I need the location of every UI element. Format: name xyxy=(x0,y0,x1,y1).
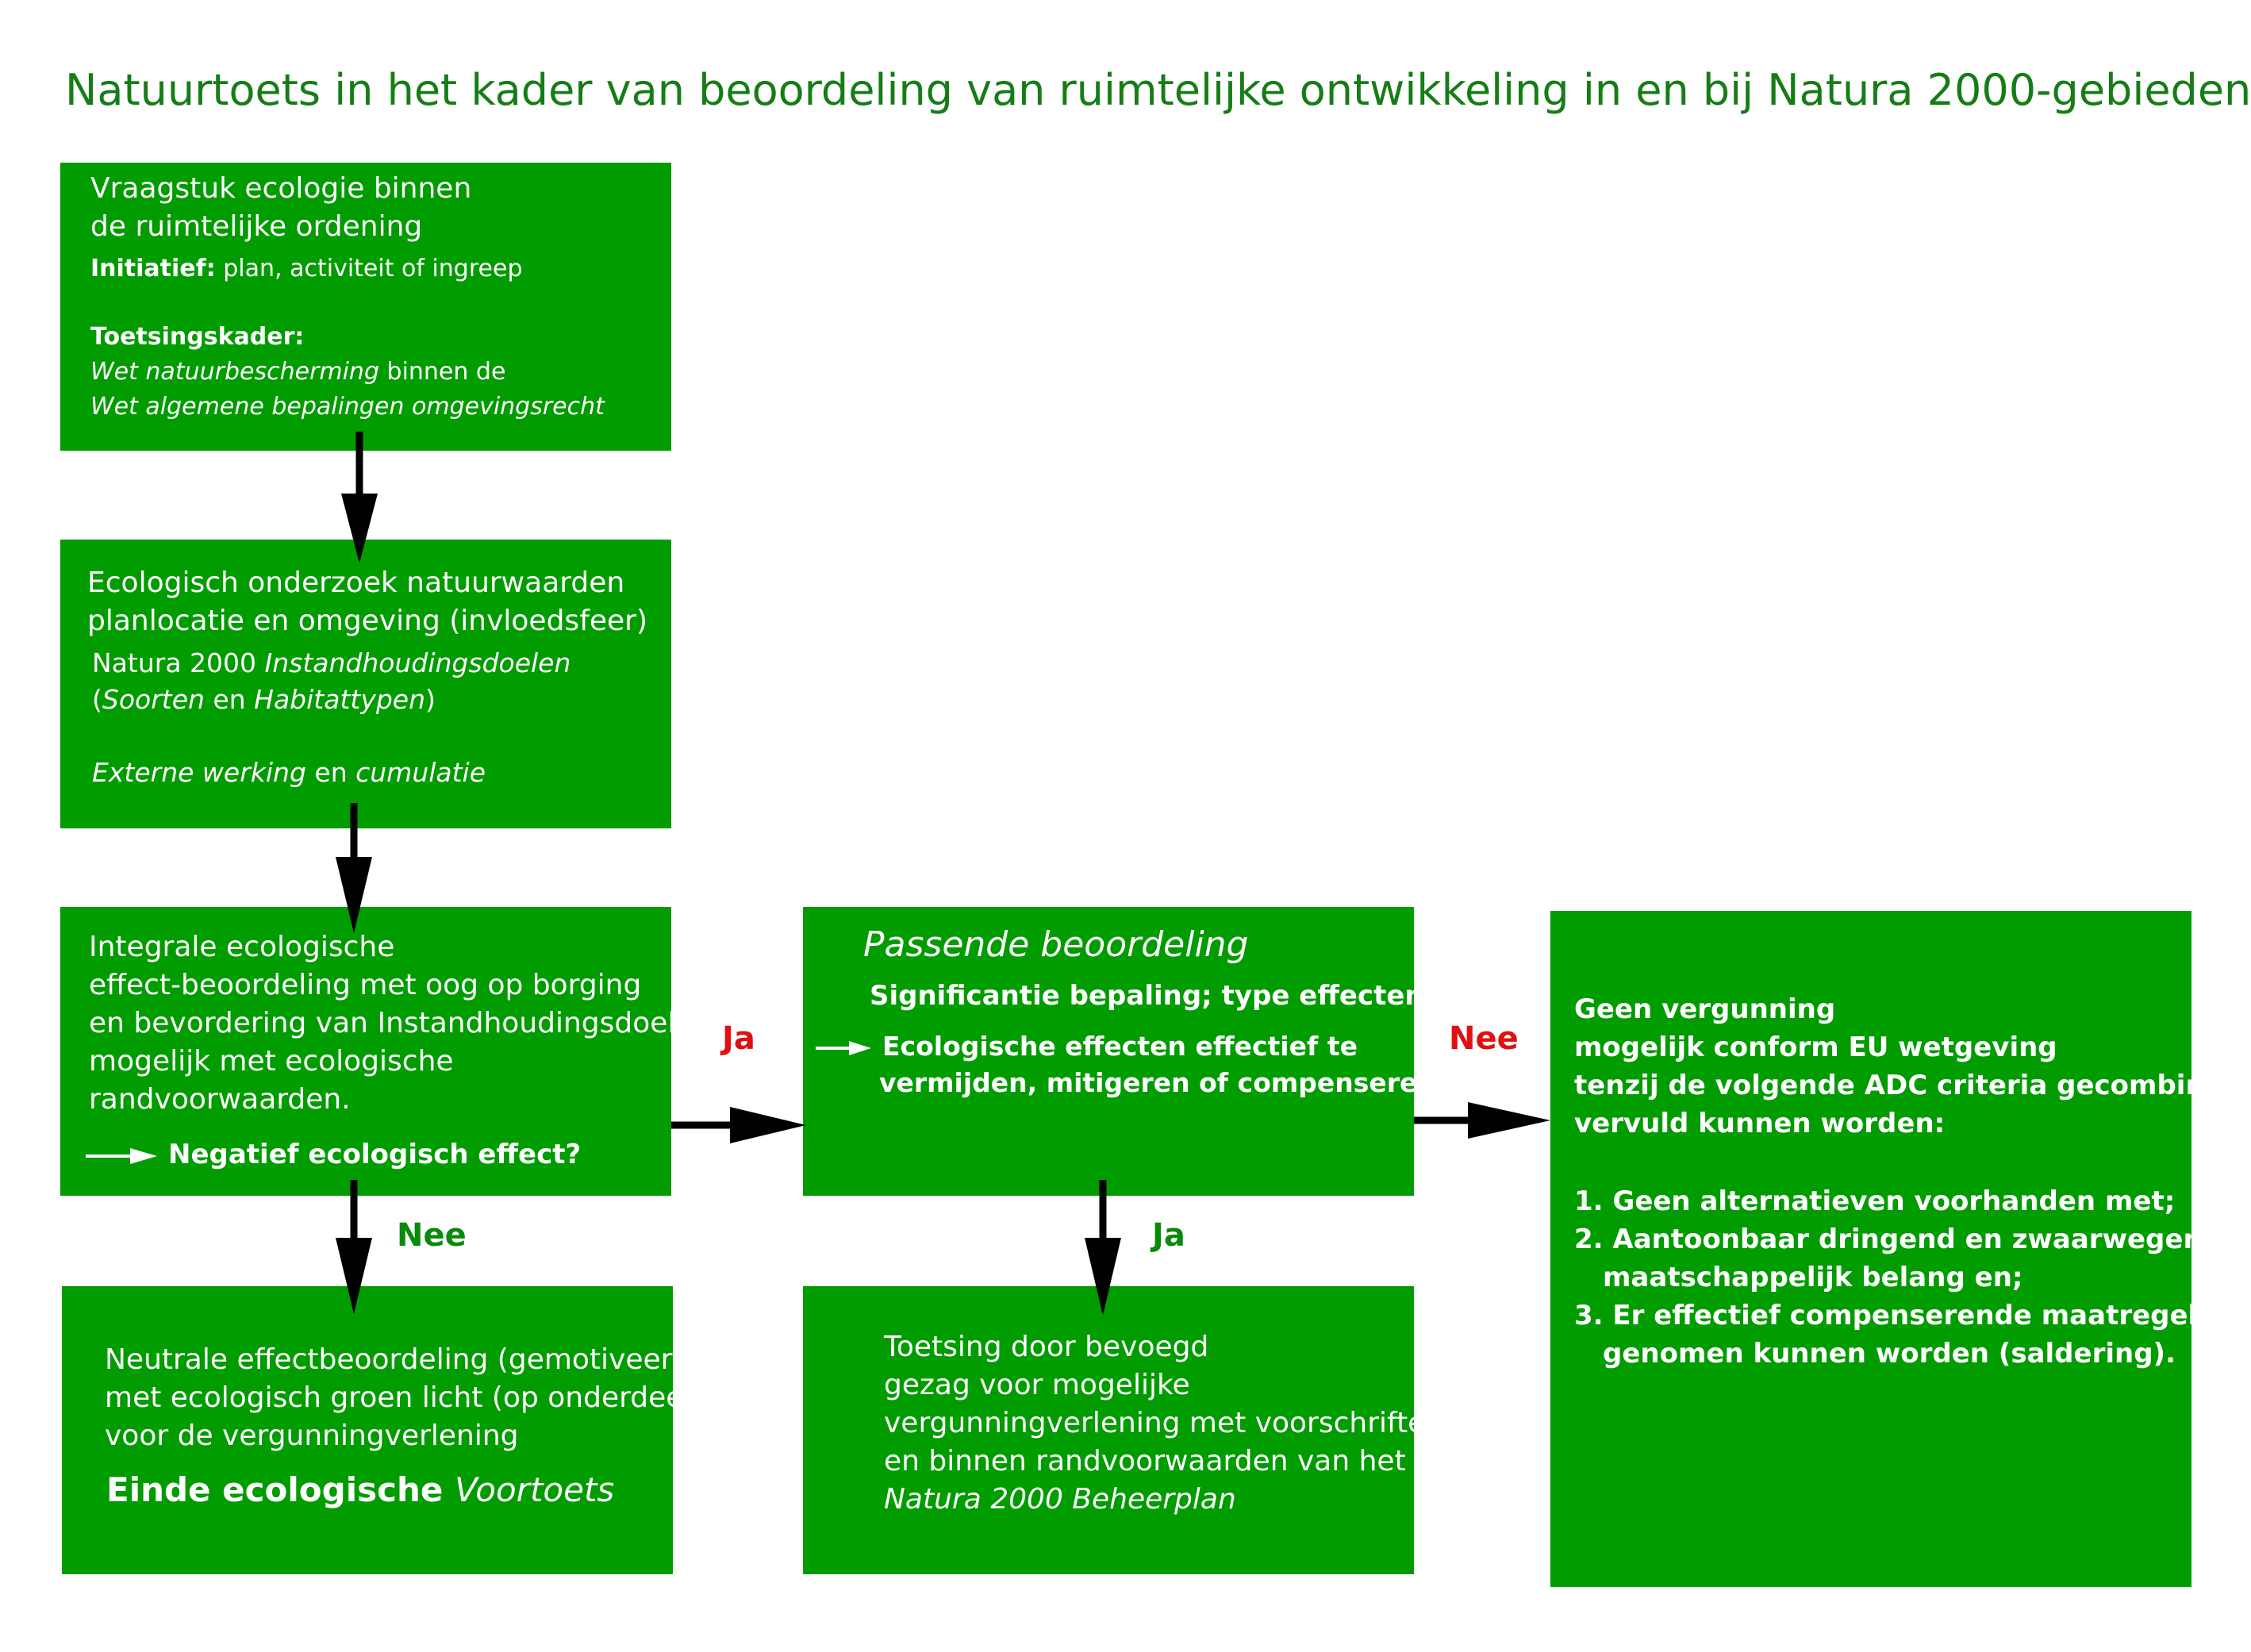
box2-line2: planlocatie en omgeving (invloedsfeer) xyxy=(87,605,648,637)
box5-line3: tenzij de volgende ADC criteria gecombin… xyxy=(1574,1070,2251,1101)
box3-line2: effect-beoordeling met oog op borging xyxy=(89,969,642,1001)
box-vraagstuk: Vraagstuk ecologie binnen de ruimtelijke… xyxy=(60,163,671,451)
box6-line1: Neutrale effectbeoordeling (gemotiveerd) xyxy=(105,1343,701,1376)
natura-prefix: Natura 2000 xyxy=(92,647,265,678)
box-neutrale-effectbeoordeling: Neutrale effectbeoordeling (gemotiveerd)… xyxy=(62,1286,702,1574)
en: en xyxy=(204,684,255,715)
label-ja-down: Ja xyxy=(1152,1217,1185,1254)
arrowhead-box3-to-box6 xyxy=(336,1238,372,1314)
box7-line1: Toetsing door bevoegd xyxy=(884,1331,1209,1363)
box4-line3: vermijden, mitigeren of compenseren? xyxy=(879,1067,1452,1098)
box-toetsing-bevoegd-gezag: Toetsing door bevoegd gezag voor mogelij… xyxy=(803,1286,1443,1574)
box3-line3: en bevordering van Instandhoudingsdoelen… xyxy=(89,1007,721,1039)
page-title: Natuurtoets in het kader van beoordeling… xyxy=(65,65,2251,115)
soorten: Soorten xyxy=(102,684,205,715)
voortoets-italic: Voortoets xyxy=(455,1470,615,1509)
box2-natura: Natura 2000 Instandhoudingsdoelen xyxy=(92,647,570,678)
arrowhead-box3-to-box4 xyxy=(730,1107,806,1143)
box3-line5: randvoorwaarden. xyxy=(89,1083,351,1116)
einde-voortoets: Einde ecologische Voortoets xyxy=(106,1470,614,1509)
box-integrale-beoordeling: Integrale ecologische effect-beoordeling… xyxy=(60,907,721,1196)
box2-line1: Ecologisch onderzoek natuurwaarden xyxy=(87,567,625,599)
box3-line1: Integrale ecologische xyxy=(89,931,395,963)
box1-initiatief: Initiatief: plan, activiteit of ingreep xyxy=(90,255,522,282)
paren-close: ) xyxy=(425,684,436,715)
initiatief-label: Initiatief: xyxy=(90,255,216,282)
box4-line2: Ecologische effecten effectief te xyxy=(882,1031,1358,1062)
box6-line2: met ecologisch groen licht (op onderdeel… xyxy=(105,1381,703,1414)
wet-natuurbescherming: Wet natuurbescherming xyxy=(90,358,379,386)
negatief-effect-question: Negatief ecologisch effect? xyxy=(168,1139,582,1170)
externe-en: en xyxy=(305,757,356,788)
arrowhead-box1-to-box2 xyxy=(341,494,378,563)
box4-line2-row: Ecologische effecten effectief te xyxy=(816,1031,1358,1062)
box7-line2: gezag voor mogelijke xyxy=(884,1369,1190,1401)
box-passende-beoordeling: Passende beoordeling Significantie bepal… xyxy=(803,907,1451,1196)
box5-line4: vervuld kunnen worden: xyxy=(1574,1108,1946,1139)
cumulatie: cumulatie xyxy=(355,757,486,788)
box-geen-vergunning: Geen vergunning mogelijk conform EU wetg… xyxy=(1550,911,2251,1587)
initiatief-text: plan, activiteit of ingreep xyxy=(215,255,523,282)
adc-item-2b: maatschappelijk belang en; xyxy=(1603,1262,2023,1293)
adc-item-1: 1. Geen alternatieven voorhanden met; xyxy=(1574,1185,2176,1217)
toetsingskader-label: Toetsingskader: xyxy=(90,323,305,351)
passende-beoordeling-title: Passende beoordeling xyxy=(863,924,1249,965)
label-ja-right: Ja xyxy=(722,1020,755,1057)
arrowhead-box4-to-box7 xyxy=(1085,1238,1121,1316)
box7-line4: en binnen randvoorwaarden van het xyxy=(884,1445,1406,1477)
einde-bold: Einde ecologische xyxy=(106,1470,455,1509)
adc-item-3a: 3. Er effectief compenserende maatregele… xyxy=(1574,1300,2235,1331)
paren-open: ( xyxy=(92,684,102,715)
wet1-rest: binnen de xyxy=(378,358,506,386)
adc-item-2a: 2. Aantoonbaar dringend en zwaarwegend xyxy=(1574,1224,2222,1255)
instandhoudingsdoelen: Instandhoudingsdoelen xyxy=(264,647,571,678)
box3-question-row: Negatief ecologisch effect? xyxy=(86,1139,581,1170)
white-arrow-icon xyxy=(86,1147,157,1164)
box1-wet1: Wet natuurbescherming binnen de xyxy=(90,358,505,386)
arrowhead-box4-to-box5 xyxy=(1468,1102,1550,1139)
box4-line1: Significantie bepaling; type effecten xyxy=(870,980,1424,1012)
box5-line1: Geen vergunning xyxy=(1574,993,1836,1025)
label-nee-down: Nee xyxy=(397,1217,467,1254)
externe-werking: Externe werking xyxy=(92,757,306,788)
adc-item-3b: genomen kunnen worden (saldering). xyxy=(1603,1338,2176,1370)
box2-soorten: (Soorten en Habitattypen) xyxy=(92,684,436,715)
box-ecologisch-onderzoek: Ecologisch onderzoek natuurwaarden planl… xyxy=(60,540,671,828)
box1-line1: Vraagstuk ecologie binnen xyxy=(90,172,472,205)
wet-omgevingsrecht: Wet algemene bepalingen omgevingsrecht xyxy=(90,393,605,421)
label-nee-right: Nee xyxy=(1449,1020,1519,1057)
box1-line2: de ruimtelijke ordening xyxy=(90,210,423,243)
box3-line4: mogelijk met ecologische xyxy=(89,1045,454,1078)
box7-line3: vergunningverlening met voorschriften xyxy=(884,1407,1444,1439)
box7-line5: Natura 2000 Beheerplan xyxy=(884,1483,1236,1516)
box5-line2: mogelijk conform EU wetgeving xyxy=(1574,1032,2057,1063)
white-arrow-icon xyxy=(816,1040,871,1055)
habitattypen: Habitattypen xyxy=(254,684,426,715)
box6-line3: voor de vergunningverlening xyxy=(105,1420,519,1452)
arrowhead-box2-to-box3 xyxy=(336,857,372,933)
box2-externe: Externe werking en cumulatie xyxy=(92,757,486,788)
